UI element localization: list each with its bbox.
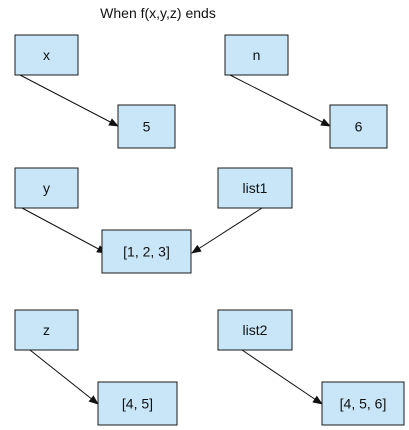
node-label-v6: 6	[355, 119, 363, 135]
arrow-list2-to-v456	[241, 349, 323, 405]
arrow-y-to-v123	[21, 207, 107, 254]
node-label-v45: [4, 5]	[122, 396, 153, 412]
node-v5: 5	[117, 104, 176, 149]
node-x: x	[14, 34, 79, 76]
node-v45: [4, 5]	[97, 381, 178, 426]
node-v456: [4, 5, 6]	[321, 381, 405, 426]
node-label-v456: [4, 5, 6]	[340, 396, 387, 412]
node-v6: 6	[329, 104, 388, 149]
node-label-y: y	[43, 180, 50, 196]
node-label-z: z	[43, 322, 50, 338]
node-box-y	[14, 167, 79, 209]
node-box-v5	[117, 104, 176, 149]
arrow-list1-to-v123	[191, 207, 263, 254]
arrow-z-to-v45	[29, 349, 99, 405]
node-v123: [1, 2, 3]	[101, 229, 192, 274]
arrow-x-to-v5	[19, 74, 119, 127]
node-label-list2: list2	[243, 322, 268, 338]
node-label-x: x	[43, 47, 50, 63]
node-n: n	[224, 34, 289, 76]
node-label-list1: list1	[243, 180, 268, 196]
node-box-v6	[329, 104, 388, 149]
node-y: y	[14, 167, 79, 209]
node-box-v123	[101, 229, 192, 274]
node-box-list1	[217, 167, 293, 209]
node-label-v5: 5	[143, 119, 151, 135]
node-box-x	[14, 34, 79, 76]
node-list2: list2	[217, 309, 293, 351]
arrow-n-to-v6	[229, 74, 331, 127]
node-box-z	[14, 309, 79, 351]
node-z: z	[14, 309, 79, 351]
node-label-n: n	[253, 47, 261, 63]
node-box-v456	[321, 381, 405, 426]
node-list1: list1	[217, 167, 293, 209]
node-box-n	[224, 34, 289, 76]
node-box-v45	[97, 381, 178, 426]
node-label-v123: [1, 2, 3]	[123, 244, 170, 260]
node-box-list2	[217, 309, 293, 351]
diagram-title: When f(x,y,z) ends	[100, 5, 216, 21]
